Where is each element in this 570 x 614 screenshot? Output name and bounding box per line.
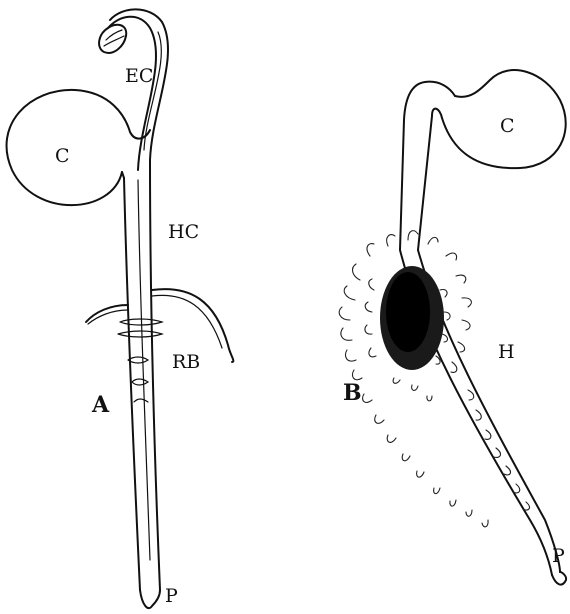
seedling-a-plumule-bud <box>99 25 126 53</box>
seedling-a-panel-label: A <box>91 392 110 418</box>
seedling-b-root-hair-mass <box>380 266 444 370</box>
seedling-a-cotyledon <box>7 90 150 205</box>
seedling-a-root-branch-label: RB <box>172 351 200 373</box>
seedling-a-epicotyl-label: EC <box>125 65 153 87</box>
seedling-a-hypocotyl-label: HC <box>168 221 199 243</box>
seedling-b: C H B P <box>339 70 566 585</box>
seedling-b-hypocotyl-label: H <box>498 341 515 363</box>
seedling-a-cotyledon-label: C <box>55 145 70 167</box>
seedling-a-tip-label: P <box>165 585 178 607</box>
seedling-a-root-tip <box>140 590 160 608</box>
seedling-b-tip-label: P <box>552 545 565 567</box>
seedling-b-root-tip <box>552 572 566 585</box>
seedling-b-cotyledon-label: C <box>500 115 515 137</box>
seedling-a-hypocotyl-right <box>150 160 160 590</box>
seedling-b-root-hairs <box>339 231 529 527</box>
seedling-a-hypocotyl-left <box>124 178 140 590</box>
seedling-b-panel-label: B <box>343 380 362 406</box>
seedling-a: EC C HC RB A P <box>7 9 234 608</box>
